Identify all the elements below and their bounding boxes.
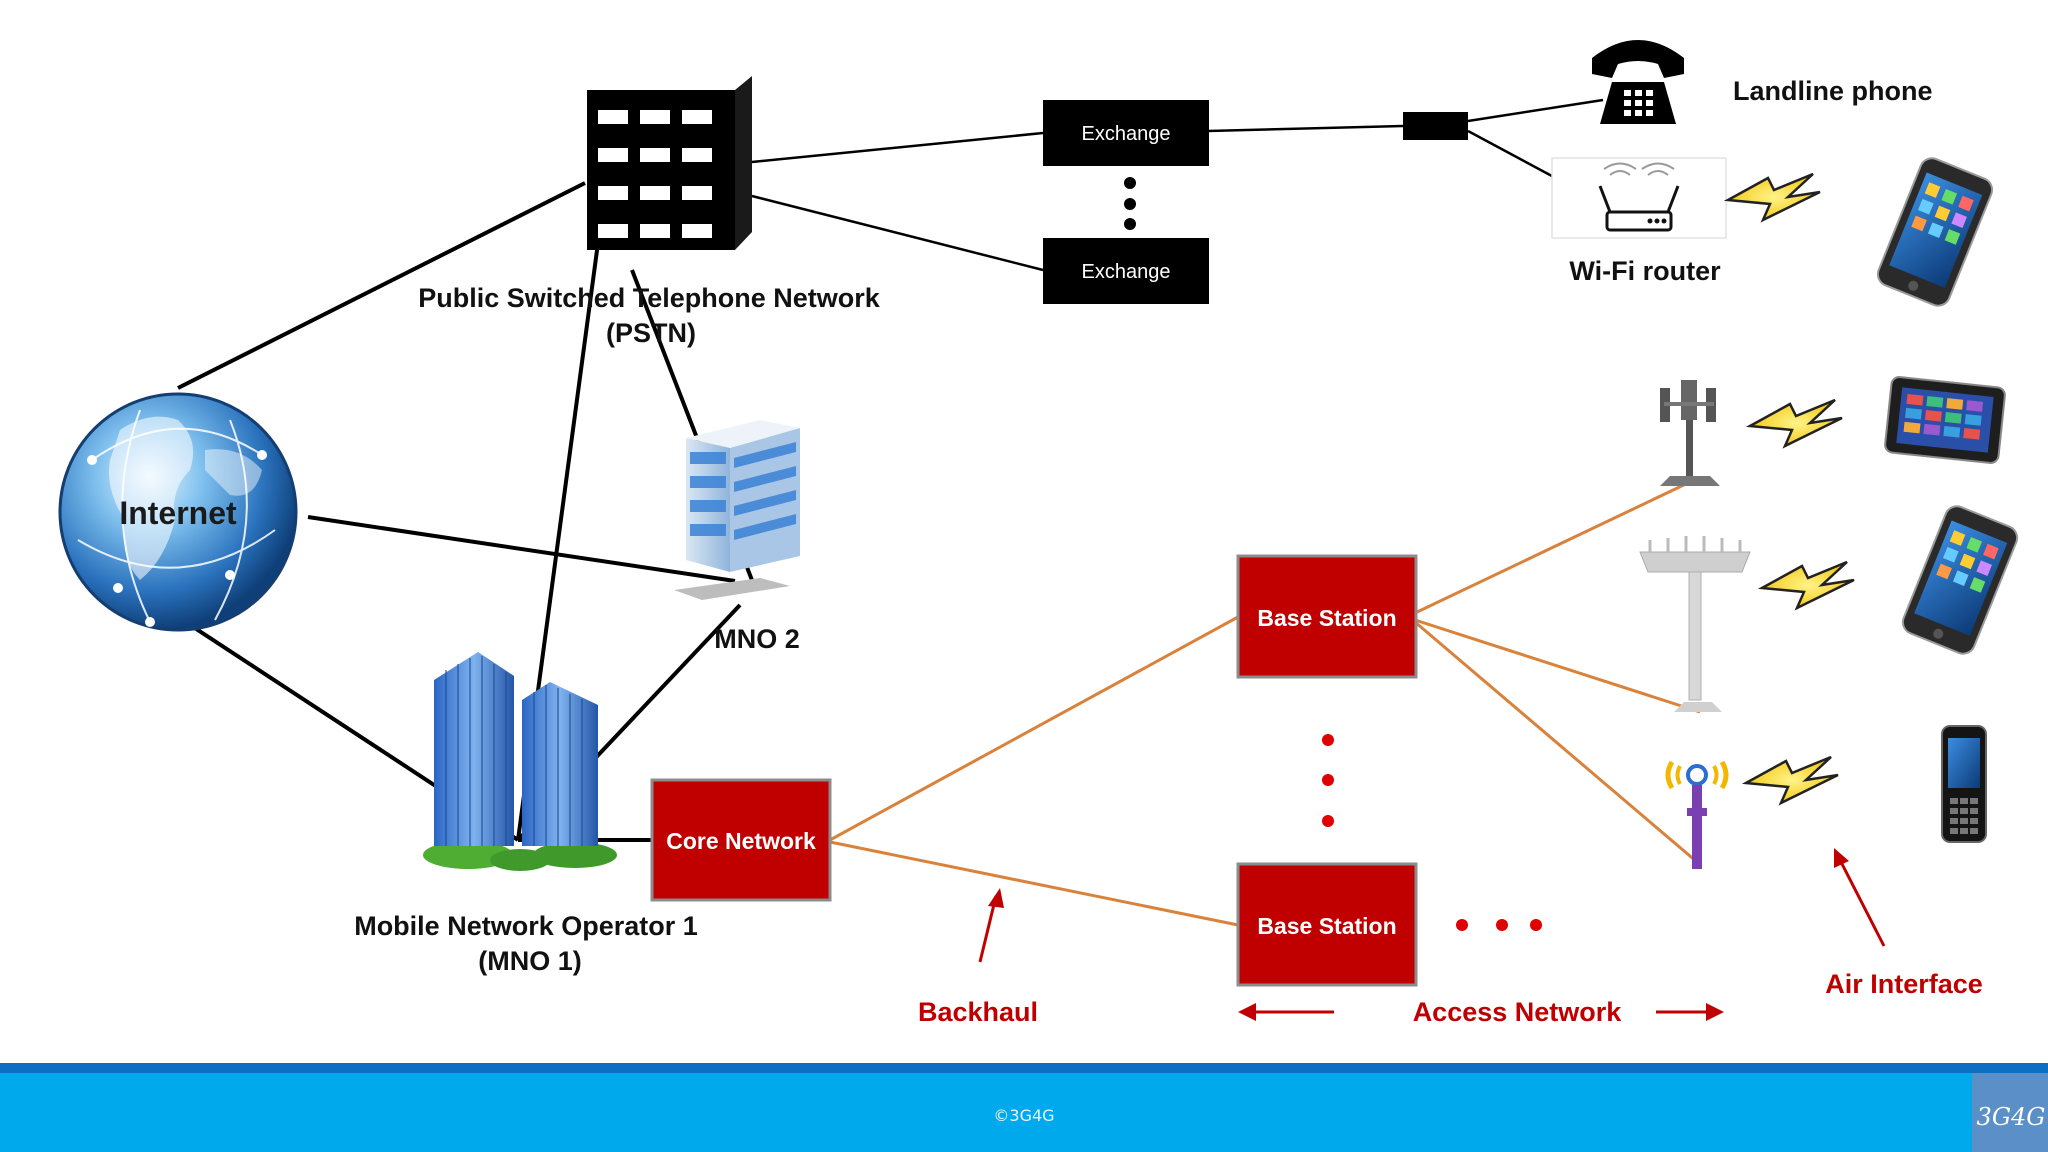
smartphone-icon [1901, 505, 2019, 655]
exchange-bottom-box: Exchange [1043, 238, 1209, 304]
wifi-router-icon [1551, 157, 1727, 239]
footer-copyright: ©3G4G [993, 1106, 1054, 1125]
mno1-building-icon [423, 652, 617, 871]
base-station-bottom-box: Base Station [1236, 862, 1418, 987]
more-base-stations-dots [1456, 919, 1542, 931]
link-bs-tower1 [1414, 480, 1691, 615]
link-core-bs-bottom [829, 840, 1239, 927]
link-bs-tower3 [1414, 620, 1698, 864]
wifi-router-label: Wi-Fi router [1569, 256, 1721, 286]
mno1-label: Mobile Network Operator 1 [354, 911, 698, 941]
pstn-label: Public Switched Telephone Network [418, 283, 881, 313]
lightning-bolt-icon [1745, 398, 1843, 449]
access-network-left-arrow [1238, 1003, 1334, 1021]
base-station-top-label: Base Station [1257, 605, 1396, 631]
small-cell-antenna-icon [1665, 760, 1729, 869]
mno1-label-abbrev: (MNO 1) [478, 946, 582, 976]
backhaul-label: Backhaul [918, 997, 1038, 1027]
pstn-label-abbrev: (PSTN) [606, 318, 696, 348]
exchange-dots [1124, 177, 1136, 230]
backhaul-arrow [978, 888, 1004, 963]
link-pstn-exchange-bottom [751, 194, 1044, 272]
footer-logo-tile [1972, 1073, 2048, 1152]
base-station-dots [1322, 734, 1334, 827]
smartphone-icon [1876, 157, 1994, 307]
mno2-building-icon [674, 420, 800, 600]
internet-label: Internet [119, 495, 237, 531]
lightning-bolt-icon [1741, 755, 1839, 806]
base-station-bottom-label: Base Station [1257, 913, 1396, 939]
line-splitter [1403, 112, 1468, 140]
exchange-bottom-label: Exchange [1082, 261, 1171, 283]
access-network-label: Access Network [1413, 997, 1623, 1027]
lightning-bolt-icon [1723, 172, 1821, 223]
mno2-label: MNO 2 [714, 624, 800, 654]
link-bs-tower2 [1414, 618, 1701, 714]
link-internet-pstn [177, 181, 586, 390]
link-core-bs-top [829, 615, 1239, 842]
link-internet-mno2 [307, 515, 736, 583]
pstn-building-icon [587, 76, 752, 250]
footer-logo: 3G4G [1977, 1103, 2046, 1131]
black-links [176, 181, 757, 842]
base-station-top-box: Base Station [1236, 554, 1418, 679]
link-pstn-exchange-top [751, 131, 1044, 164]
orange-links [829, 480, 1701, 927]
landline-phone-icon [1592, 40, 1684, 124]
exchange-top-label: Exchange [1082, 123, 1171, 145]
core-network-label: Core Network [666, 828, 816, 854]
core-network-box: Core Network [650, 778, 832, 902]
cell-tower-icon [1660, 380, 1720, 486]
access-network-right-arrow [1656, 1003, 1724, 1021]
mobile-phone-icon [1941, 725, 1987, 843]
air-interface-label: Air Interface [1825, 969, 1983, 999]
cell-tower-icon [1639, 536, 1751, 712]
internet-globe-icon [58, 392, 298, 632]
link-splitter-landline [1467, 98, 1604, 123]
exchange-top-box: Exchange [1043, 100, 1209, 166]
lightning-bolt-icon [1757, 560, 1855, 611]
tablet-icon [1884, 376, 2006, 464]
footer-bar: ©3G4G 3G4G [0, 1063, 2048, 1152]
landline-label: Landline phone [1733, 76, 1933, 106]
air-interface-arrow [1834, 848, 1886, 947]
link-exchange-splitter [1207, 124, 1404, 133]
